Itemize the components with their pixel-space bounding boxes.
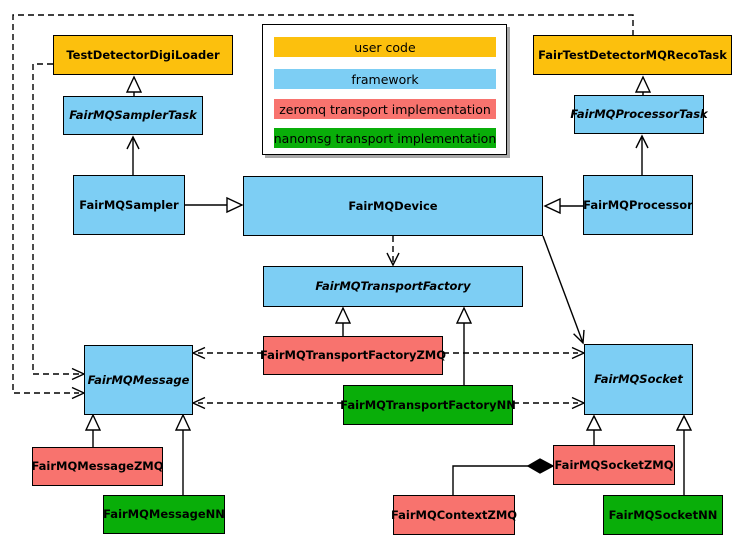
edge-messagenn-message (174, 413, 192, 495)
node-fairmq-transport-factory-nn: FairMQTransportFactoryNN (340, 385, 516, 425)
edge-samplertask-digiloader (125, 75, 143, 96)
edge-tfzmq-transportfactory (334, 306, 352, 336)
edge-sampler-device (185, 196, 244, 214)
node-fairmq-socket-nn: FairMQSocketNN (603, 495, 723, 535)
edge-device-transportfactory (386, 236, 400, 267)
edge-tfnn-message (191, 396, 343, 410)
node-fairmq-context-zmq: FairMQContextZMQ (391, 495, 517, 535)
node-fairmq-message-nn: FairMQMessageNN (103, 495, 225, 534)
legend-box: user code framework zeromq transport imp… (262, 24, 507, 155)
edge-tfzmq-message (191, 346, 263, 360)
edge-processortask-recotask (634, 75, 652, 95)
node-fairmq-device: FairMQDevice (243, 176, 543, 236)
legend-item-user-code: user code (274, 37, 496, 57)
edge-contextzmq-socketzmq (452, 458, 555, 495)
node-fairmq-transport-factory: FairMQTransportFactory (263, 266, 523, 307)
legend-item-zeromq: zeromq transport implementation (274, 99, 496, 119)
edge-messagezmq-message (84, 413, 102, 447)
edge-tfnn-socket (513, 396, 586, 410)
legend-item-framework: framework (274, 69, 496, 89)
edge-processor-device (543, 197, 583, 215)
edge-processor-processortask (635, 134, 649, 175)
edge-sampler-samplertask (126, 135, 140, 175)
node-fairmq-socket: FairMQSocket (584, 344, 693, 415)
node-fairmq-sampler-task: FairMQSamplerTask (63, 96, 203, 135)
legend-item-nanomsg: nanomsg transport implementation (274, 128, 496, 148)
node-fairmq-processor: FairMQProcessor (583, 175, 693, 235)
node-fairmq-sampler: FairMQSampler (73, 175, 185, 235)
node-fairmq-message-zmq: FairMQMessageZMQ (31, 447, 164, 486)
edge-device-socket (542, 235, 585, 345)
edge-socketnn-socket (675, 414, 693, 495)
node-fairmq-transport-factory-zmq: FairMQTransportFactoryZMQ (260, 336, 446, 375)
node-fairmq-socket-zmq: FairMQSocketZMQ (553, 445, 675, 485)
edge-socketzmq-socket (585, 414, 603, 445)
node-fairmq-message: FairMQMessage (84, 345, 193, 415)
node-fair-test-detector-mq-reco-task: FairTestDetectorMQRecoTask (533, 35, 732, 75)
node-fairmq-processor-task: FairMQProcessorTask (570, 95, 708, 134)
edge-tfnn-transportfactory (455, 306, 473, 385)
node-test-detector-digi-loader: TestDetectorDigiLoader (53, 35, 233, 75)
